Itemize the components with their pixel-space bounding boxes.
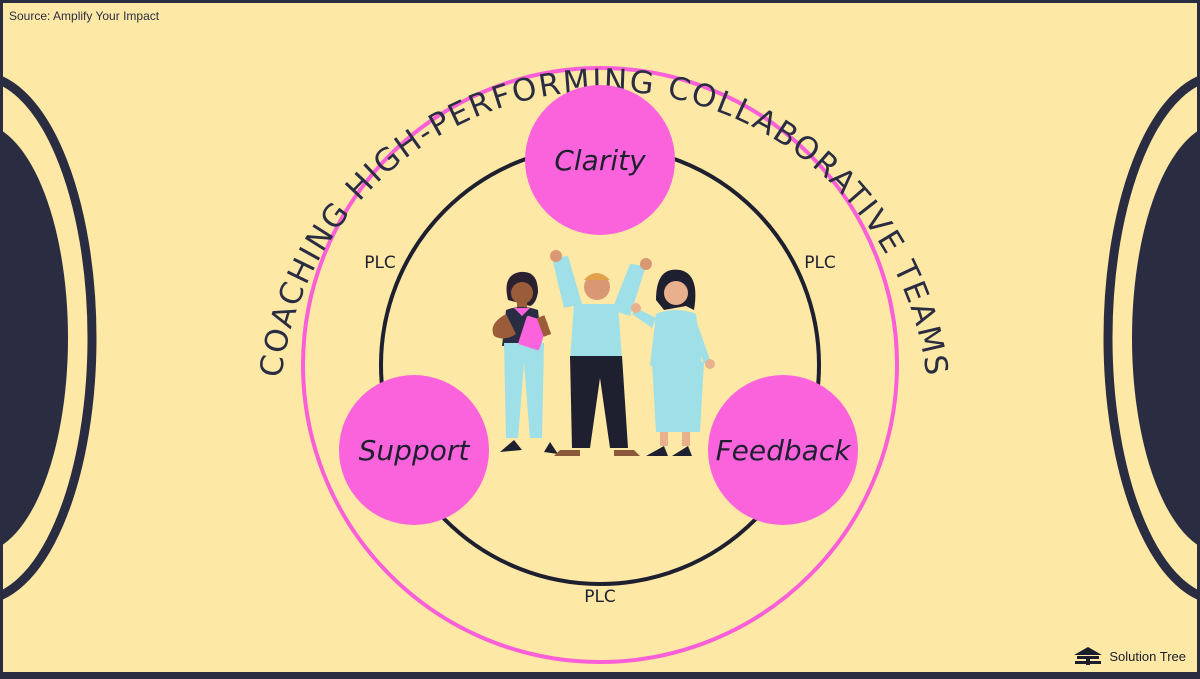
node-feedback-circle	[708, 375, 858, 525]
edge-label-feedback-support: PLC	[584, 587, 616, 607]
solution-tree-logo-icon	[1074, 647, 1103, 665]
left-decor-disc	[3, 131, 68, 545]
node-feedback-label: Feedback	[716, 434, 853, 467]
person-left	[492, 271, 558, 454]
node-clarity-label: Clarity	[554, 144, 646, 177]
side-decorations	[3, 76, 1197, 600]
edge-labels: PLC PLC PLC	[364, 253, 836, 607]
node-support-label: Support	[359, 434, 471, 467]
node-clarity-circle	[525, 85, 675, 235]
person-right	[631, 269, 715, 456]
right-decor-ring	[1103, 76, 1197, 600]
source-caption: Source: Amplify Your Impact	[9, 9, 160, 23]
node-support-circle	[339, 375, 489, 525]
person-middle	[550, 250, 652, 456]
three-people-celebrating-icon	[492, 250, 715, 456]
edge-label-support-clarity: PLC	[364, 253, 396, 273]
right-decor-disc	[1132, 131, 1197, 545]
edge-label-clarity-feedback: PLC	[804, 253, 836, 273]
outer-ring	[301, 66, 899, 664]
brand: Solution Tree	[1073, 646, 1186, 666]
left-decor-ring	[3, 76, 97, 600]
brand-name: Solution Tree	[1109, 648, 1186, 664]
